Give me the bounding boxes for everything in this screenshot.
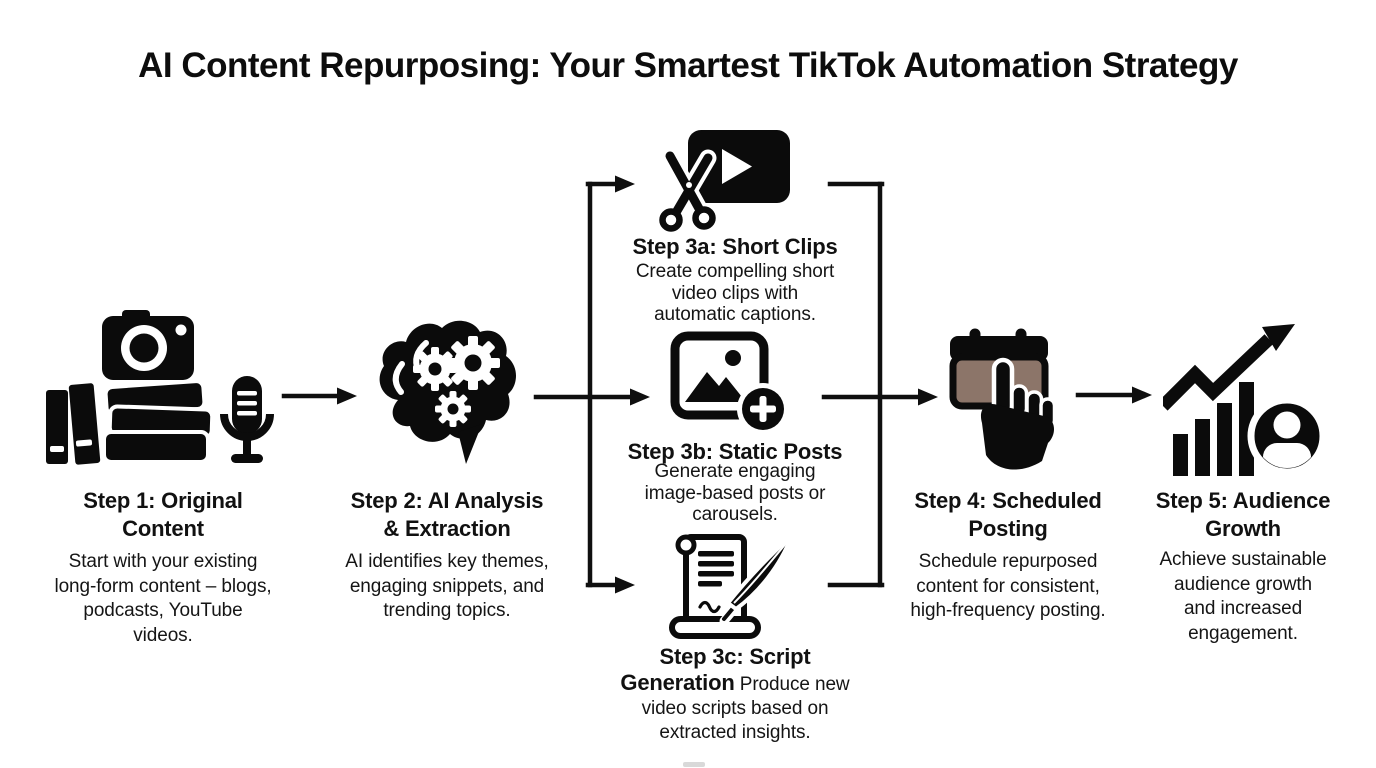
step1-description: Start with your existing long-form conte…	[54, 551, 272, 647]
camera-icon	[102, 310, 194, 380]
brain-gears-icon	[368, 316, 528, 468]
standing-books-icon	[46, 383, 101, 465]
diagram-title: AI Content Repurposing: Your Smartest Ti…	[138, 46, 1238, 85]
books-camera-microphone-icon	[44, 306, 274, 468]
feather-quill-icon	[719, 533, 794, 626]
gear-icon	[413, 347, 457, 391]
step3b-description: Generate engaging image-based posts or c…	[644, 461, 826, 526]
video-play-icon	[688, 130, 790, 203]
plus-circle-icon	[737, 383, 789, 435]
arrow-step4-to-step5	[1075, 386, 1152, 404]
step3a-description: Create compelling short video clips with…	[635, 261, 835, 326]
arrow-merge-to-step4	[821, 388, 938, 406]
step4-description: Schedule repurposed content for consiste…	[910, 551, 1106, 622]
step2-description: AI identifies key themes, engaging snipp…	[345, 551, 549, 622]
user-circle-icon	[1247, 396, 1327, 476]
calendar-hand-icon	[944, 327, 1066, 477]
step5-description: Achieve sustainable audience growth and …	[1159, 549, 1327, 645]
bar-chart-icon	[1173, 382, 1254, 476]
pointing-hand-icon	[980, 357, 1057, 470]
scissors-icon	[659, 147, 717, 232]
scissors-video-icon	[648, 130, 790, 232]
branch-split-line	[585, 175, 635, 594]
arrow-step2-to-branch	[533, 388, 650, 406]
step3b-heading: Step 3b: Static Posts	[627, 439, 843, 464]
bottom-edge-artifact	[683, 762, 705, 767]
step4-heading: Step 4: Scheduled Posting	[914, 488, 1102, 541]
book-stack-icon	[102, 379, 215, 464]
step3c-text: Step 3c: Script Generation Produce new v…	[618, 645, 852, 745]
step3c-heading: Step 3c: Script Generation	[620, 644, 811, 695]
step2-heading: Step 2: AI Analysis & Extraction	[350, 488, 544, 541]
step3c-description: Produce new video scripts based on extra…	[641, 674, 850, 743]
scroll-quill-icon	[664, 531, 800, 645]
branch-merge-line	[827, 181, 885, 588]
image-plus-icon	[670, 331, 792, 437]
microphone-icon	[220, 376, 274, 463]
gear-icon	[435, 391, 471, 427]
step3a-heading: Step 3a: Short Clips	[632, 234, 838, 259]
chart-growth-user-icon	[1163, 322, 1331, 476]
step5-heading: Step 5: Audience Growth	[1155, 488, 1331, 541]
gear-icon	[446, 336, 500, 390]
arrow-step1-to-step2	[281, 387, 357, 405]
growth-arrow-icon	[1163, 324, 1295, 412]
step1-heading: Step 1: Original Content	[83, 488, 243, 541]
